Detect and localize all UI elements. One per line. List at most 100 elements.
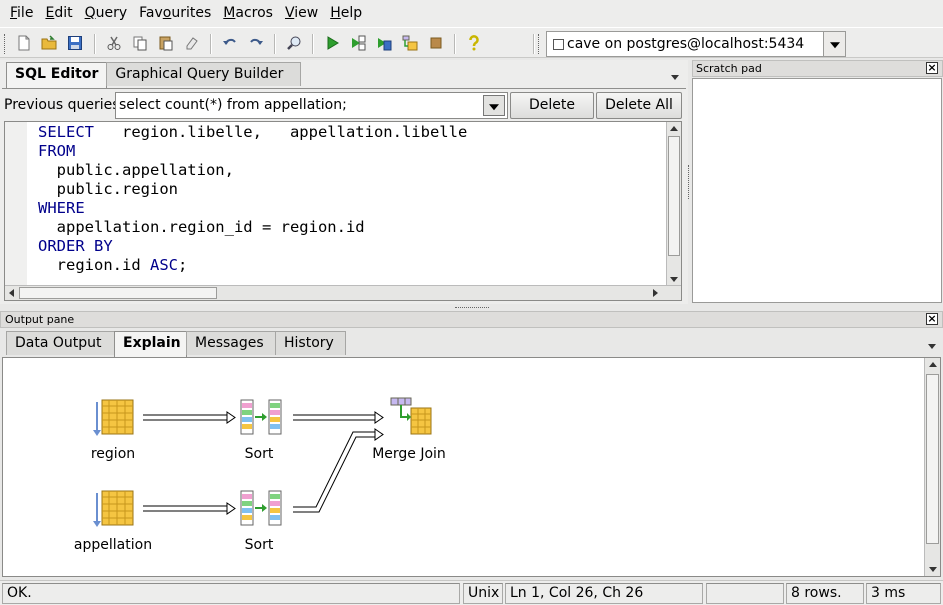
new-file-icon[interactable] <box>16 35 32 51</box>
menu-favourites[interactable]: Favourites <box>133 0 217 27</box>
sql-hscroll-thumb[interactable] <box>19 287 217 299</box>
previous-queries-dropdown-button[interactable] <box>483 95 505 116</box>
connection-label: cave on postgres@localhost:5434 <box>567 36 805 52</box>
sql-keyword: WHERE <box>38 199 85 217</box>
execute-pgscript-icon[interactable] <box>350 35 366 51</box>
connection-combobox[interactable]: cave on postgres@localhost:5434 <box>546 31 846 57</box>
toolbar-grip[interactable] <box>4 34 7 54</box>
tab-divider <box>2 88 686 89</box>
execute-to-file-icon[interactable] <box>376 35 392 51</box>
menu-help[interactable]: Help <box>324 0 368 27</box>
toolbar-separator <box>94 34 96 54</box>
scratch-pad-title: Scratch pad × <box>692 60 943 77</box>
menu-file[interactable]: File <box>4 0 39 27</box>
cut-icon[interactable] <box>106 35 122 51</box>
chevron-down-icon <box>829 42 840 49</box>
menu-favourites-label-rest: urites <box>171 5 212 21</box>
plan-arrow <box>143 411 236 424</box>
sql-line: ORDER BY <box>38 237 467 256</box>
sql-line: SELECT region.libelle, appellation.libel… <box>38 123 467 142</box>
connection-dropdown-button[interactable] <box>823 32 845 56</box>
delete-all-button[interactable]: Delete All <box>596 92 682 119</box>
output-pane-title: Output pane × <box>0 311 943 328</box>
menu-query-label: uery <box>95 5 128 21</box>
sql-text: region.id <box>38 256 150 274</box>
scratch-pad-textarea[interactable] <box>692 78 942 303</box>
tab-graphical-query-builder[interactable]: Graphical Query Builder <box>106 62 302 86</box>
plan-node-sort-label: Sort <box>244 537 274 553</box>
copy-icon[interactable] <box>132 35 148 51</box>
save-icon[interactable] <box>67 35 83 51</box>
previous-queries-combobox[interactable]: select count(*) from appellation; <box>115 92 508 119</box>
tab-menu-icon[interactable] <box>671 75 679 80</box>
status-row-count: 8 rows. <box>786 583 864 604</box>
status-spacer <box>706 583 784 604</box>
sql-vscroll-thumb[interactable] <box>668 136 680 256</box>
scroll-down-icon[interactable] <box>929 567 937 572</box>
open-folder-icon[interactable] <box>41 35 57 51</box>
line-gutter <box>5 122 27 286</box>
execute-icon[interactable] <box>324 35 340 51</box>
plan-arrow <box>293 428 384 513</box>
delete-button[interactable]: Delete <box>510 92 594 119</box>
menu-edit[interactable]: Edit <box>39 0 78 27</box>
explain-vertical-scrollbar[interactable] <box>924 358 940 576</box>
sql-line: FROM <box>38 142 467 161</box>
clear-icon[interactable] <box>184 35 200 51</box>
tab-messages[interactable]: Messages <box>186 331 276 355</box>
sql-keyword: FROM <box>38 142 76 160</box>
scroll-left-icon[interactable] <box>9 289 14 297</box>
close-icon[interactable]: × <box>926 312 938 325</box>
toolbar-grip[interactable] <box>538 34 541 54</box>
scratch-pad-title-text: Scratch pad <box>696 62 762 75</box>
toolbar-separator <box>454 34 456 54</box>
status-elapsed-time: 3 ms <box>866 583 941 604</box>
menu-view[interactable]: View <box>279 0 324 27</box>
tab-data-output[interactable]: Data Output <box>6 331 115 355</box>
sql-text: public.appellation, <box>38 161 234 179</box>
scroll-up-icon[interactable] <box>670 126 678 131</box>
undo-icon[interactable] <box>222 35 238 51</box>
explain-query-icon[interactable] <box>402 35 418 51</box>
sql-keyword: ASC <box>149 256 178 274</box>
toolbar: cave on postgres@localhost:5434 <box>0 27 943 58</box>
editor-tabbar: SQL Editor Graphical Query Builder <box>6 62 302 88</box>
menu-help-label: elp <box>340 5 363 21</box>
close-icon[interactable]: × <box>926 61 938 74</box>
tab-explain[interactable]: Explain <box>114 331 187 357</box>
explain-canvas[interactable]: region Sort Merge Join appellation Sort <box>2 357 941 577</box>
sql-keyword: SELECT <box>38 123 94 141</box>
tab-menu-icon[interactable] <box>928 344 936 349</box>
sql-vertical-scrollbar[interactable] <box>666 122 681 286</box>
scroll-up-icon[interactable] <box>929 362 937 367</box>
sql-horizontal-scrollbar[interactable] <box>5 285 681 300</box>
redo-icon[interactable] <box>248 35 264 51</box>
paste-icon[interactable] <box>158 35 174 51</box>
scroll-right-icon[interactable] <box>653 289 658 297</box>
toolbar-separator <box>312 34 314 54</box>
menu-macros[interactable]: Macros <box>217 0 279 27</box>
cancel-query-icon[interactable] <box>428 35 444 51</box>
sql-text: region.libelle, appellation.libelle <box>94 123 468 141</box>
menu-query[interactable]: Query <box>79 0 134 27</box>
help-icon[interactable] <box>466 35 482 51</box>
menu-help-mnemonic: H <box>330 5 341 21</box>
table-icon <box>93 399 134 436</box>
horizontal-splitter-grip[interactable] <box>455 307 489 310</box>
sql-keyword: ORDER BY <box>38 237 113 255</box>
vertical-splitter-grip[interactable] <box>688 165 691 199</box>
sql-code: SELECT region.libelle, appellation.libel… <box>38 123 467 275</box>
menu-file-mnemonic: F <box>10 5 18 21</box>
scroll-down-icon[interactable] <box>670 277 678 282</box>
menu-macros-label: acros <box>235 5 273 21</box>
menu-view-mnemonic: V <box>284 5 295 21</box>
status-cursor-position: Ln 1, Col 26, Ch 26 <box>505 583 703 604</box>
chevron-down-icon <box>489 103 499 110</box>
sql-line: public.appellation, <box>38 161 467 180</box>
explain-vscroll-thumb[interactable] <box>926 374 939 544</box>
tab-history[interactable]: History <box>275 331 346 355</box>
connection-checkbox[interactable] <box>553 39 564 50</box>
tab-sql-editor[interactable]: SQL Editor <box>6 62 108 88</box>
find-icon[interactable] <box>286 35 302 51</box>
sql-text-area[interactable]: SELECT region.libelle, appellation.libel… <box>4 121 682 301</box>
